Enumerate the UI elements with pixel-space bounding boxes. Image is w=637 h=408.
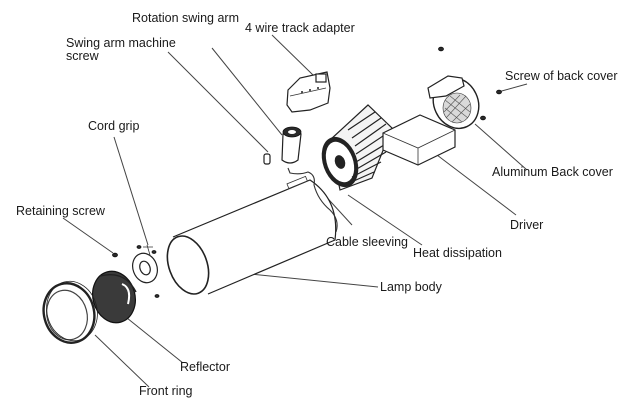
label-rotation-swing-arm: Rotation swing arm	[132, 11, 239, 25]
leader-back-cover-screw	[497, 83, 528, 93]
label-aluminum-back-cover: Aluminum Back cover	[492, 165, 613, 179]
label-screw-of-back-cover: Screw of back cover	[505, 69, 618, 83]
cord-grip-part	[132, 244, 160, 298]
label-four-wire-track-adapter: 4 wire track adapter	[245, 21, 355, 35]
leader-swing-arm-screw	[167, 51, 269, 153]
front-ring-part	[42, 280, 98, 344]
label-heat-dissipation: Heat dissipation	[413, 246, 502, 260]
label-front-ring: Front ring	[139, 384, 193, 398]
leader-lines	[62, 34, 528, 388]
retaining-screw-part	[112, 252, 118, 258]
leader-driver	[436, 154, 517, 216]
leader-rotation-swing-arm	[211, 47, 283, 136]
lamp-body-part	[166, 175, 337, 295]
label-driver: Driver	[510, 218, 544, 232]
swing-arm-screw-part	[263, 153, 271, 165]
rotation-swing-arm-part	[281, 126, 302, 164]
label-reflector: Reflector	[180, 360, 231, 374]
label-retaining-screw: Retaining screw	[16, 204, 105, 218]
reflector-part	[92, 270, 137, 324]
leader-front-ring	[94, 334, 150, 388]
cable-sleeving-part	[287, 167, 338, 233]
leader-heat-dissipation	[347, 194, 423, 246]
leader-cord-grip	[113, 136, 149, 246]
driver-part	[382, 114, 456, 166]
leader-reflector	[126, 317, 184, 364]
leader-track-adapter	[271, 34, 314, 76]
label-swing-arm-machine-screw: Swing arm machine screw	[66, 36, 176, 63]
back-cover-part	[427, 75, 480, 130]
label-cable-sleeving: Cable sleeving	[326, 235, 408, 249]
label-lamp-body: Lamp body	[380, 280, 442, 294]
leader-back-cover	[474, 123, 528, 171]
heat-sink-part	[321, 104, 393, 191]
leader-lamp-body	[239, 272, 379, 288]
leader-retaining-screw	[62, 217, 114, 254]
back-cover-screws	[438, 46, 502, 121]
label-cord-grip: Cord grip	[88, 119, 140, 133]
track-adapter-part	[286, 71, 331, 113]
